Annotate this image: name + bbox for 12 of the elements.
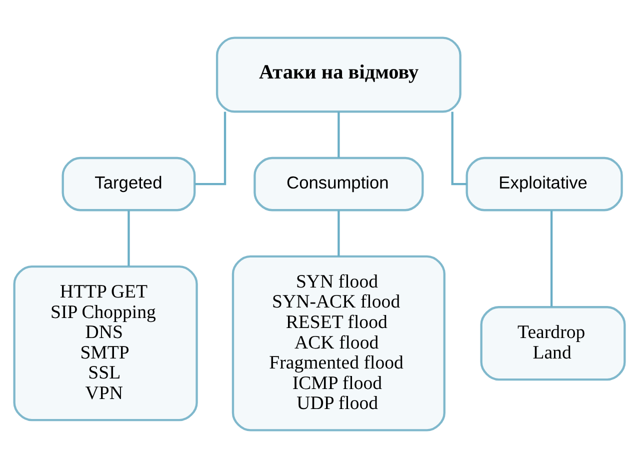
node-box: Атаки на відмову — [216, 36, 462, 112]
connector — [128, 210, 130, 266]
node-box: Exploitative — [466, 156, 623, 211]
node-box: SYN flood SYN-ACK flood RESET flood ACK flood Fragmented flood ICMP flood UDP flood — [232, 254, 446, 431]
node-box: Teardrop Land — [480, 306, 626, 380]
node-box: HTTP GET SIP Chopping DNS SMTP SSL VPN — [13, 265, 198, 421]
connector — [338, 111, 340, 158]
connector — [550, 210, 553, 306]
node-box: Consumption — [254, 156, 424, 211]
node-box: Targeted — [62, 156, 196, 211]
connector — [338, 210, 340, 256]
connector — [195, 111, 226, 185]
